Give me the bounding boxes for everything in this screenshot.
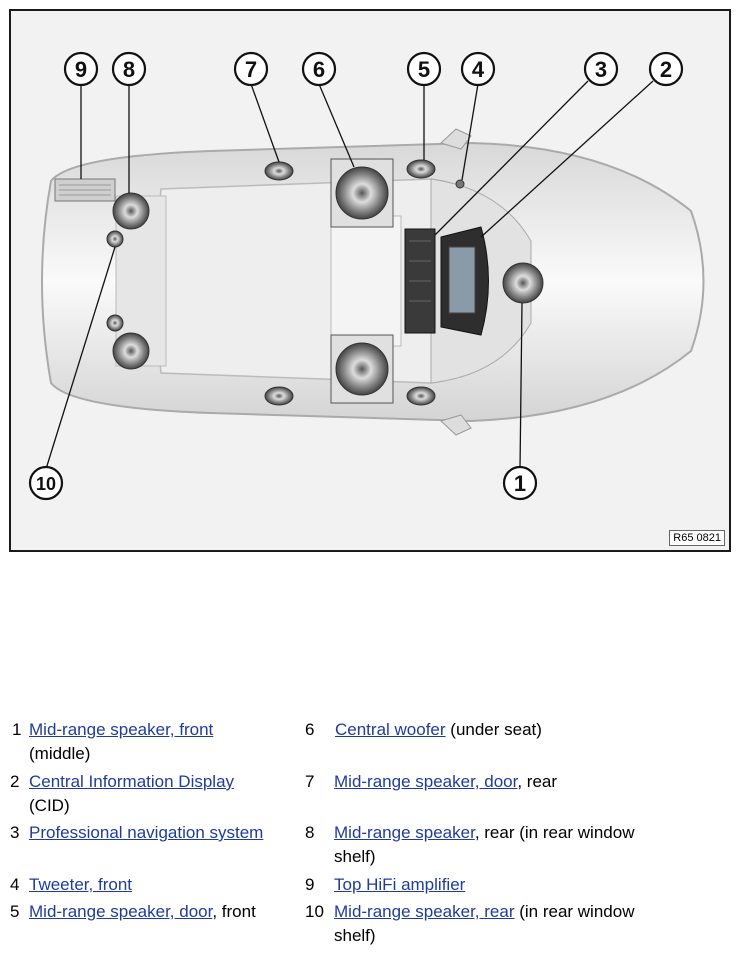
- legend-num: 5: [10, 902, 20, 921]
- legend-line2: shelf): [334, 847, 376, 866]
- legend-num: 9: [305, 875, 315, 894]
- legend-num: 1: [12, 720, 22, 739]
- rear-small-speaker-left: [106, 230, 124, 248]
- callout-2: [648, 51, 684, 87]
- callout-label-1: 1: [514, 471, 526, 496]
- legend-num: 4: [10, 875, 20, 894]
- car-top-view-drawing: 9 8 7 6 5 4 3 2 1 10: [28, 51, 705, 501]
- legend-num: 8: [305, 823, 315, 842]
- legend-link[interactable]: Professional navigation system: [29, 823, 264, 842]
- callout-label-9: 9: [75, 57, 87, 82]
- legend-link[interactable]: Mid-range speaker, front: [29, 720, 214, 739]
- legend-rest: , rear: [517, 772, 558, 791]
- legend-rest: , rear (in rear window: [474, 823, 635, 842]
- legend-line2: (CID): [29, 796, 70, 815]
- callout-5: [406, 51, 442, 87]
- callout-8: [111, 51, 147, 87]
- door-speaker-rear-right: [264, 386, 294, 406]
- legend-link[interactable]: Mid-range speaker, door: [334, 772, 518, 791]
- legend-num: 3: [10, 823, 20, 842]
- legend-link[interactable]: Central woofer: [335, 720, 446, 739]
- legend-link[interactable]: Tweeter, front: [29, 875, 132, 894]
- legend-link[interactable]: Top HiFi amplifier: [334, 875, 466, 894]
- callout-label-8: 8: [123, 57, 135, 82]
- callout-1: [502, 465, 538, 501]
- legend-num: 7: [305, 772, 315, 791]
- legend-link[interactable]: Central Information Display: [29, 772, 235, 791]
- callout-10: [28, 465, 64, 501]
- callout-7: [233, 51, 269, 87]
- callout-6: [301, 51, 337, 87]
- mirror-left: [440, 128, 472, 150]
- legend-rest: (under seat): [445, 720, 542, 739]
- legend-num: 10: [305, 902, 324, 921]
- rear-shelf-speaker-left: [112, 192, 150, 230]
- legend-rest: , front: [212, 902, 256, 921]
- door-speaker-front-right: [406, 386, 436, 406]
- door-speaker-front-left: [406, 159, 436, 179]
- callout-label-6: 6: [313, 57, 325, 82]
- legend-link[interactable]: Mid-range speaker, door: [29, 902, 213, 921]
- rear-small-speaker-right: [106, 314, 124, 332]
- figure-code: R65 0821: [669, 530, 725, 546]
- legend-link[interactable]: Mid-range speaker: [334, 823, 475, 842]
- legend-num: 6: [305, 720, 315, 739]
- tweeter-front: [455, 179, 465, 189]
- legend-line2: (middle): [29, 744, 91, 763]
- legend-line2: shelf): [334, 926, 376, 945]
- rear-shelf-speaker-right: [112, 332, 150, 370]
- car-audio-diagram: 9 8 7 6 5 4 3 2 1 10 R65 0821: [9, 9, 731, 552]
- woofer-right: [335, 342, 389, 396]
- woofer-left: [335, 166, 389, 220]
- callout-3: [583, 51, 619, 87]
- callout-label-5: 5: [418, 57, 430, 82]
- callout-label-7: 7: [245, 57, 257, 82]
- callout-label-3: 3: [595, 57, 607, 82]
- callout-label-10: 10: [36, 474, 56, 494]
- callout-label-2: 2: [660, 57, 672, 82]
- door-speaker-rear-left: [264, 161, 294, 181]
- callout-4: [460, 51, 496, 87]
- legend-rest: (in rear window: [514, 902, 635, 921]
- callout-label-4: 4: [472, 57, 485, 82]
- legend-link[interactable]: Mid-range speaker, rear: [334, 902, 515, 921]
- legend-num: 2: [10, 772, 20, 791]
- callout-9: [63, 51, 99, 87]
- mirror-right: [440, 414, 472, 436]
- center-console: [330, 215, 402, 347]
- front-middle-speaker: [502, 262, 544, 304]
